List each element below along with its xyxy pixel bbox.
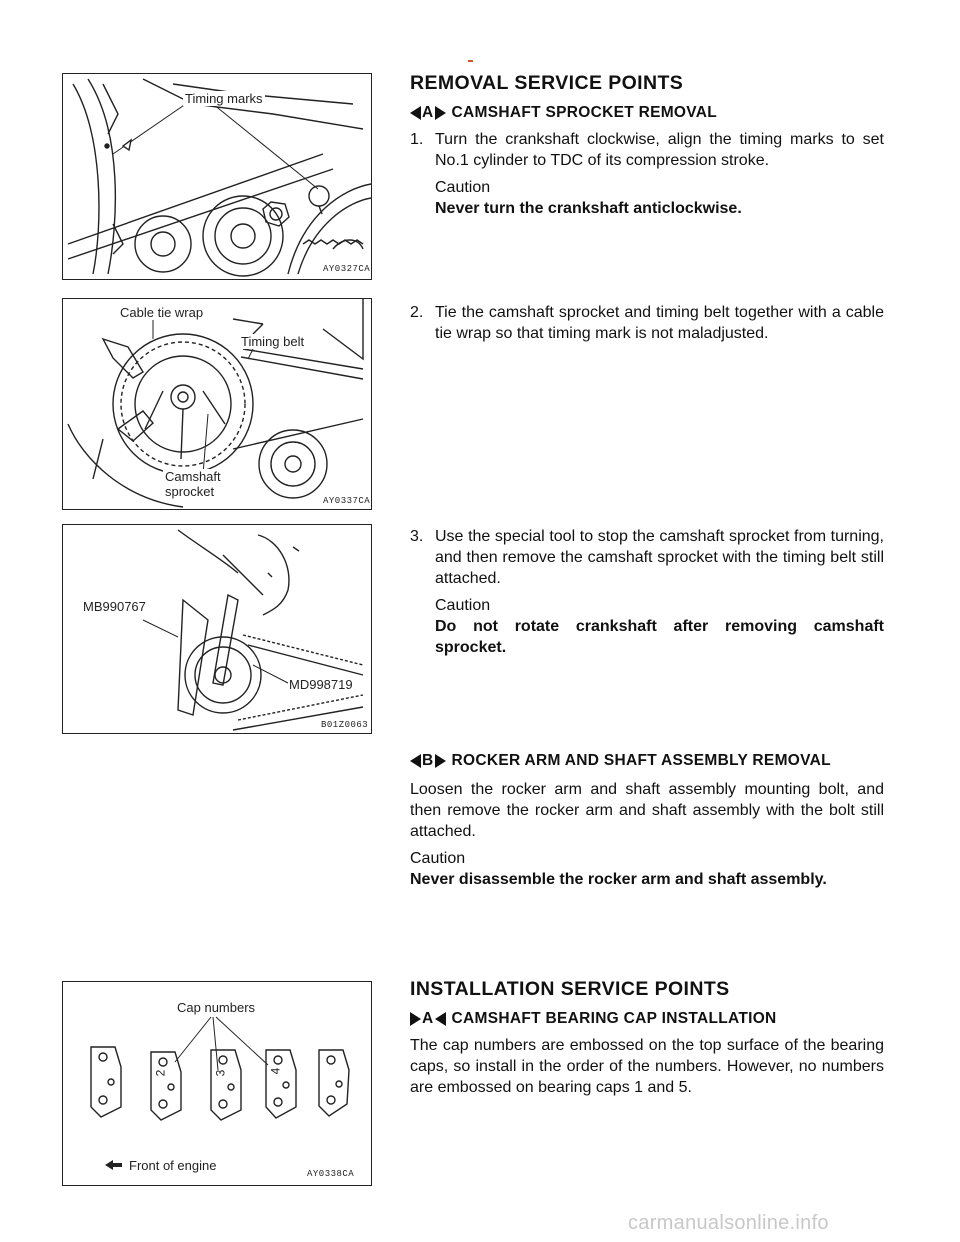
special-tool-illustration bbox=[142, 529, 364, 731]
label-cable-tie-wrap: Cable tie wrap bbox=[118, 305, 206, 320]
subheading-a-title: CAMSHAFT SPROCKET REMOVAL bbox=[451, 104, 718, 121]
step-number: 2. bbox=[410, 304, 424, 321]
removal-section: REMOVAL SERVICE POINTS A CAMSHAFT SPROCK… bbox=[410, 73, 884, 227]
triangle-right-icon bbox=[410, 1011, 421, 1026]
figure-code: AY0327CA bbox=[323, 264, 371, 274]
caution-text: Never turn the crankshaft anticlockwise. bbox=[435, 200, 742, 217]
subheading-b: B ROCKER ARM AND SHAFT ASSEMBLY REMOVAL bbox=[410, 750, 884, 771]
triangle-right-icon bbox=[434, 105, 446, 120]
label-front-of-engine: Front of engine bbox=[129, 1158, 217, 1173]
marker-a: A bbox=[422, 1010, 434, 1027]
subsection-b: B ROCKER ARM AND SHAFT ASSEMBLY REMOVAL … bbox=[410, 750, 884, 890]
triangle-left-icon bbox=[434, 1011, 446, 1026]
figure-code: AY0338CA bbox=[307, 1169, 355, 1179]
label-timing-belt: Timing belt bbox=[239, 334, 307, 349]
red-mark bbox=[468, 60, 473, 62]
step-3-block: 3. Use the special tool to stop the cams… bbox=[410, 526, 884, 666]
triangle-right-icon bbox=[434, 753, 446, 768]
marker-a: A bbox=[422, 104, 434, 121]
cap-number-3: 3 bbox=[213, 1069, 228, 1077]
step-2-block: 2. Tie the camshaft sprocket and timing … bbox=[410, 302, 884, 352]
watermark: carmanualsonline.info bbox=[628, 1212, 829, 1234]
paragraph: Loosen the rocker arm and shaft assembly… bbox=[410, 781, 884, 840]
label-md998719: MD998719 bbox=[289, 677, 353, 692]
label-mb990767: MB990767 bbox=[83, 599, 146, 614]
step-text: Turn the crankshaft clockwise, align the… bbox=[435, 131, 884, 169]
figure-bearing-caps: Cap numbers 2 3 4 Front of engine AY0338… bbox=[62, 981, 372, 1186]
step-number: 1. bbox=[410, 131, 424, 148]
installation-section: INSTALLATION SERVICE POINTS A CAMSHAFT B… bbox=[410, 979, 884, 1104]
figure-code: AY0337CA bbox=[323, 496, 371, 506]
label-cap-numbers: Cap numbers bbox=[177, 1000, 256, 1015]
step-2: 2. Tie the camshaft sprocket and timing … bbox=[410, 302, 884, 344]
caution-text: Do not rotate crankshaft after removing … bbox=[435, 618, 884, 656]
step-3: 3. Use the special tool to stop the cams… bbox=[410, 526, 884, 658]
step-text: Tie the camshaft sprocket and timing bel… bbox=[435, 304, 884, 342]
subheading-a: A CAMSHAFT SPROCKET REMOVAL bbox=[410, 102, 884, 123]
bearing-caps-illustration bbox=[90, 1016, 350, 1170]
label-timing-marks: Timing marks bbox=[183, 91, 265, 106]
triangle-left-icon bbox=[410, 753, 421, 768]
label-camshaft-sprocket: Camshaft sprocket bbox=[163, 469, 237, 499]
step-number: 3. bbox=[410, 528, 424, 545]
caution-label: Caution bbox=[435, 179, 491, 196]
cable-tie-illustration bbox=[67, 299, 364, 508]
subheading-b-title: ROCKER ARM AND SHAFT ASSEMBLY REMOVAL bbox=[451, 752, 831, 769]
marker-b: B bbox=[422, 752, 434, 769]
caution-label: Caution bbox=[410, 850, 466, 867]
cap-number-4: 4 bbox=[268, 1067, 283, 1075]
figure-special-tool: MB990767 MD998719 B01Z0063 bbox=[62, 524, 372, 734]
figure-cable-tie: Cable tie wrap Timing belt Camshaft spro… bbox=[62, 298, 372, 510]
timing-marks-illustration bbox=[67, 78, 371, 277]
caution-label: Caution bbox=[435, 597, 491, 614]
caution-text: Never disassemble the rocker arm and sha… bbox=[410, 871, 827, 888]
figure-code: B01Z0063 bbox=[321, 720, 369, 730]
cap-number-2: 2 bbox=[153, 1069, 168, 1077]
triangle-left-icon bbox=[410, 105, 421, 120]
paragraph: The cap numbers are embossed on the top … bbox=[410, 1037, 884, 1096]
subheading-install-a: A CAMSHAFT BEARING CAP INSTALLATION bbox=[410, 1008, 884, 1029]
figure-timing-marks: Timing marks AY0327CA bbox=[62, 73, 372, 280]
step-1: 1. Turn the crankshaft clockwise, align … bbox=[410, 129, 884, 219]
removal-heading: REMOVAL SERVICE POINTS bbox=[410, 72, 684, 94]
step-text: Use the special tool to stop the camshaf… bbox=[435, 528, 884, 587]
installation-heading: INSTALLATION SERVICE POINTS bbox=[410, 978, 730, 1000]
subheading-install-a-title: CAMSHAFT BEARING CAP INSTALLATION bbox=[451, 1010, 777, 1027]
